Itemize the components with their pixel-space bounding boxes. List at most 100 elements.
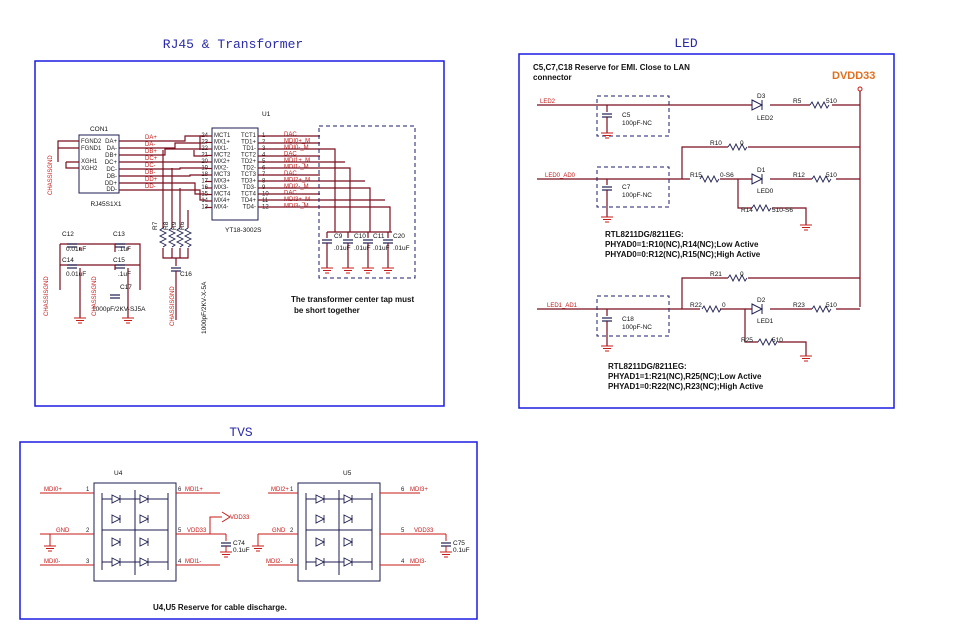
c20-ref: C20 — [393, 233, 405, 240]
con1-part: RJ45S1X1 — [90, 201, 121, 208]
u4-net-l2: GND — [56, 528, 70, 534]
con1-pin-fgnd1: FGND1 — [81, 146, 102, 152]
u1-part: YT18-3002S — [225, 227, 262, 234]
u1-right-pin-num: 11 — [262, 198, 269, 204]
led2-ref: LED2 — [757, 115, 774, 122]
c17-value: 1000pF/2KV-SJ5A — [92, 306, 146, 313]
u1-left-pin-num: 19 — [201, 166, 208, 172]
led1-config-line3: PHYAD1=0:R22(NC),R23(NC);High Active — [608, 382, 764, 391]
led0-config-line2: PHYAD0=1:R10(NC),R14(NC);Low Active — [605, 240, 759, 249]
con1-to-u1-wires: DA+ DA- DB+ DC+ DC- DB- DD+ DD- — [119, 135, 205, 201]
u1-left-pin-num: 20 — [201, 159, 208, 165]
u5-net-r1: MDI3+ — [410, 487, 428, 493]
termination-resistors: R7 R8 R9 R6 C16 1000pF/2KV-X-5A CHASSISG… — [152, 135, 208, 334]
r8-ref: R8 — [163, 221, 170, 230]
c75-value: 0.1uF — [453, 547, 470, 554]
u1-right-pin-name: TD3+ — [241, 179, 256, 185]
tvs-section-frame — [19, 441, 478, 620]
u1-left-pin-name: MX1- — [214, 146, 228, 152]
u5-net-l3: MDI2- — [266, 559, 282, 565]
u4-net-r2: VDD33 — [187, 528, 207, 534]
led0-config-line1: RTL8211DG/8211EG: — [605, 230, 684, 239]
tvs-section-title: TVS — [229, 425, 253, 440]
chassis-label-2: CHASSISGND — [92, 276, 98, 316]
con1-pin-r8: DD- — [106, 187, 117, 193]
c16-chassis: CHASSISGND — [170, 286, 176, 326]
con1-ref: CON1 — [90, 126, 108, 133]
tvs-array-wiring — [101, 490, 169, 575]
tvs-note: U4,U5 Reserve for cable discharge. — [153, 603, 287, 612]
net-led2: LED2 — [540, 99, 556, 105]
u1-output-net: MDI2-_M — [284, 184, 309, 190]
con1-pin-fgnd2: FGND2 — [81, 139, 102, 145]
u5-net-r3: MDI3- — [410, 559, 426, 565]
net-con1-5: DC- — [145, 163, 156, 169]
c13-ref: C13 — [113, 231, 125, 238]
tvs-diode — [139, 494, 149, 504]
r12-value: 510 — [826, 172, 837, 179]
c14-value: 0.01uF — [66, 271, 86, 278]
u1-right-pin-name: TD2+ — [241, 159, 256, 165]
u4-pin-1: 1 — [86, 487, 90, 493]
led1-ref: LED1 — [757, 318, 774, 325]
u1-ref: U1 — [262, 111, 271, 118]
u1-left-pin-name: MX4- — [214, 205, 228, 211]
tvs-diode — [343, 557, 353, 567]
u1-right-pin-name: TCT4 — [241, 192, 257, 198]
u1-output-net: DAC — [284, 152, 297, 158]
con1-pin-r1: DA+ — [105, 139, 117, 145]
center-tap-dashed-box — [318, 125, 416, 279]
c5-value: 100pF-NC — [622, 120, 652, 127]
u4-net-r1: MDI1+ — [185, 487, 203, 493]
u4-net-r3: MDI1- — [185, 559, 201, 565]
net-con1-3: DB+ — [145, 149, 157, 155]
u1-left-pin-name: MX4+ — [214, 198, 230, 204]
c20-value: .01uF — [393, 245, 410, 252]
con1-pin-xgh1: XGH1 — [81, 159, 98, 165]
u1-right-pin-name: TD3- — [243, 185, 256, 191]
u1-output-net: DAC — [284, 132, 297, 138]
u1-left-pin-name: MX2- — [214, 166, 228, 172]
c5-ref: C5 — [622, 112, 631, 119]
led2-circuit: LED2 D3 LED2 R5 510 C5 100pF-NC — [537, 93, 860, 139]
c14-ref: C14 — [62, 257, 74, 264]
u5-pin-4: 4 — [401, 559, 405, 565]
u1-left-pin-num: 15 — [201, 192, 208, 198]
r21-ref: R21 — [710, 271, 722, 278]
c7-ref: C7 — [622, 184, 631, 191]
led-note-line1: C5,C7,C18 Reserve for EMI. Close to LAN — [533, 63, 690, 72]
r9-ref: R9 — [171, 221, 178, 230]
net-con1-8: DD- — [145, 184, 156, 190]
center-tap-note-line2: be short together — [294, 306, 360, 315]
u1-output-net: MDI1+_M — [284, 158, 310, 164]
r12-ref: R12 — [793, 172, 805, 179]
u1-output-wires — [258, 135, 392, 238]
net-con1-7: DD+ — [145, 177, 158, 183]
u5-pin-2: 2 — [290, 528, 294, 534]
rj45-connector: CON1 RJ45S1X1 FGND2 FGND1 XGH1 XGH2 DA+ … — [48, 126, 122, 208]
u4-pin-3: 3 — [86, 559, 90, 565]
led1-config-line2: PHYAD1=1:R21(NC),R25(NC);Low Active — [608, 372, 762, 381]
con1-pin-r2: DA- — [107, 146, 117, 152]
tvs-diode — [111, 557, 121, 567]
r14-value: 510-S6 — [772, 207, 793, 214]
d1-ref: D1 — [757, 167, 766, 174]
tvs-diode — [315, 537, 325, 547]
c17-ref: C17 — [120, 284, 132, 291]
led-section-frame — [518, 53, 895, 409]
u1-left-pin-name: MX3- — [214, 185, 228, 191]
u5-pin-1: 1 — [290, 487, 294, 493]
led-power-rail — [857, 86, 863, 307]
led1-circuit: LED1_AD1 R21 0 R22 0 D2 LED1 R23 510 R25… — [537, 271, 860, 362]
net-led0: LED0_AD0 — [545, 173, 576, 179]
u1-left-pin-num: 14 — [201, 198, 208, 204]
u1-right-pin-name: TD4- — [243, 205, 256, 211]
u1-left-pin-name: MCT2 — [214, 153, 231, 159]
net-con1-6: DB- — [145, 170, 155, 176]
transformer-u1: U1 YT18-3002S — [211, 111, 271, 234]
con1-pin-r3: DB+ — [105, 153, 117, 159]
r21-value: 0 — [740, 271, 744, 278]
center-tap-note-line1: The transformer center tap must — [291, 295, 414, 304]
